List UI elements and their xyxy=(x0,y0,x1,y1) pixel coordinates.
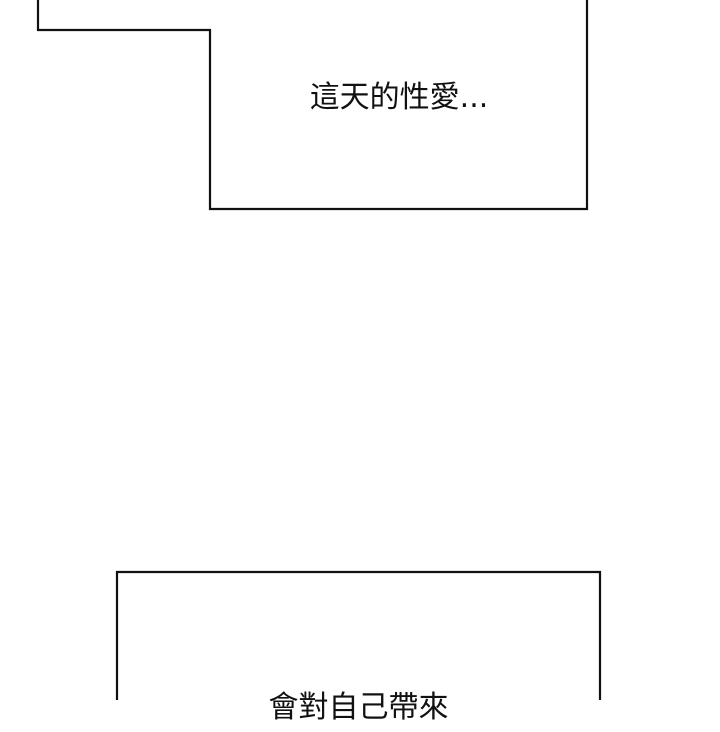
caption-box-outlines xyxy=(36,0,602,700)
top-caption-text: 這天的性愛... xyxy=(309,80,489,115)
top-caption-box-outline xyxy=(36,0,589,211)
bottom-caption-text: 會對自己帶來 xyxy=(268,690,449,725)
bottom-caption-box-outline xyxy=(115,570,602,700)
